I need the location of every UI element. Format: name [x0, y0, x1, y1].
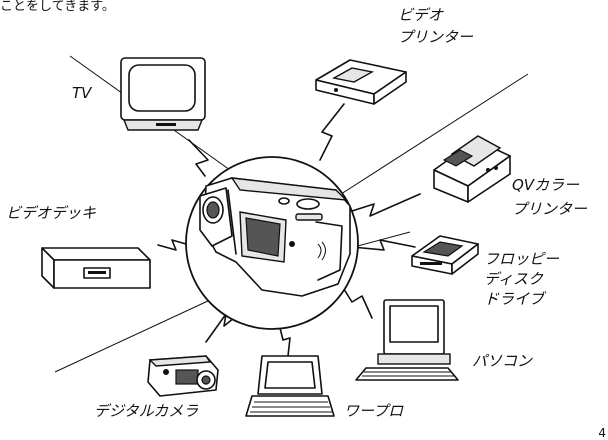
video-printer-icon	[315, 59, 407, 105]
label-floppy-3: ドライブ	[484, 290, 545, 308]
tv-icon	[120, 57, 206, 131]
connector-word-processor	[279, 327, 291, 357]
connector-qv-printer	[351, 193, 421, 217]
label-digital-camera: デジタルカメラ	[94, 402, 199, 420]
label-pc: パソコン	[472, 352, 533, 370]
label-floppy-2: ディスク	[484, 270, 543, 288]
label-word-processor: ワープロ	[344, 402, 404, 420]
connector-video-printer	[319, 103, 345, 161]
video-deck-icon	[41, 247, 151, 289]
label-video-printer-1: ビデオ	[398, 6, 444, 24]
digital-camera-icon	[147, 355, 219, 397]
background-line	[337, 73, 529, 197]
pc-icon	[355, 299, 459, 381]
floppy-drive-icon	[411, 235, 479, 275]
top-text: ことをしてきます。	[0, 0, 115, 14]
connector-digital-camera	[205, 313, 235, 343]
label-floppy-1: フロッピー	[484, 250, 560, 268]
label-qv-printer-2: プリンター	[512, 200, 588, 218]
word-processor-icon	[245, 355, 335, 417]
connector-video-deck	[157, 239, 187, 251]
connector-pc	[341, 285, 373, 319]
qv-printer-icon	[433, 135, 511, 203]
page-number: 4	[598, 426, 606, 440]
connector-floppy	[351, 239, 416, 251]
label-tv: TV	[72, 84, 92, 102]
background-line	[54, 299, 211, 373]
label-video-deck: ビデオデッキ	[6, 204, 97, 222]
label-video-printer-2: プリンター	[398, 28, 474, 46]
connector-tv	[188, 139, 209, 177]
label-qv-printer-1: QVカラー	[512, 176, 580, 194]
qv-camera-icon	[199, 177, 351, 297]
